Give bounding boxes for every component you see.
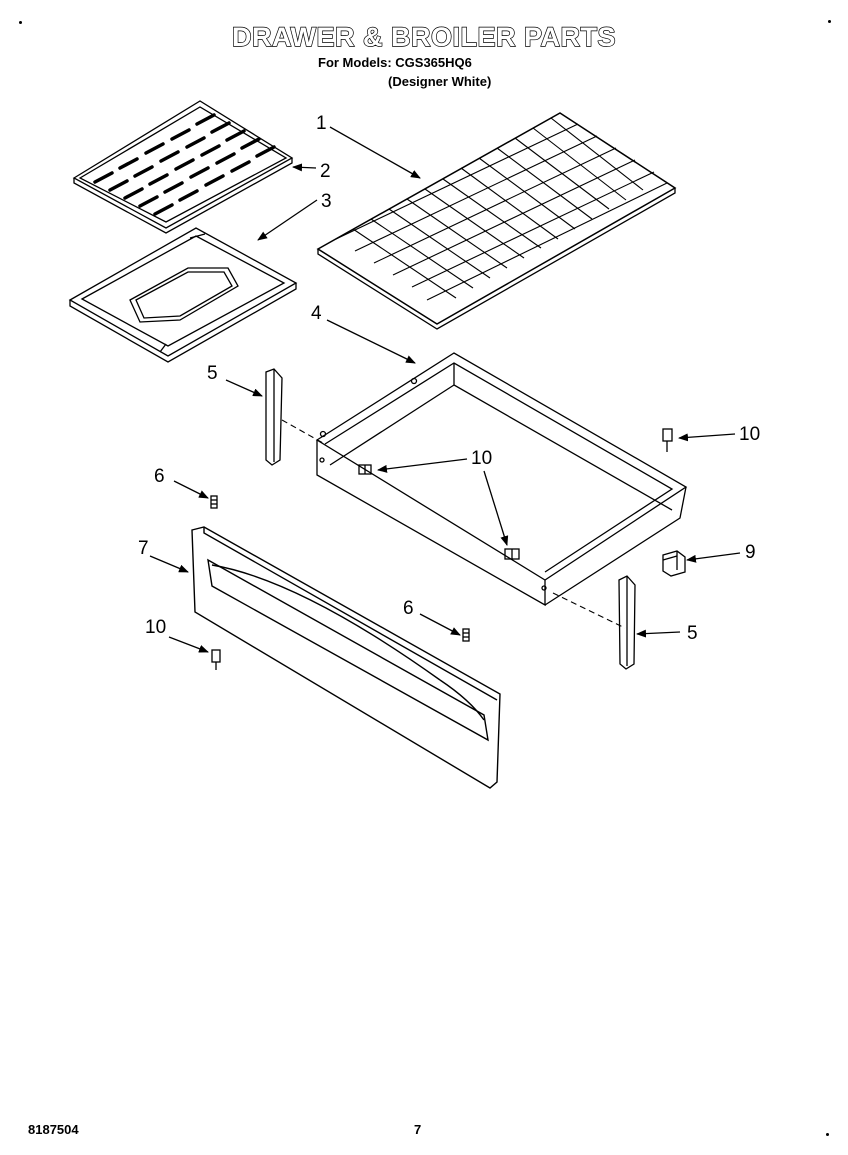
page-number: 7 — [414, 1122, 422, 1137]
drawer-glide-right — [618, 575, 636, 670]
drawer-front-panel — [191, 526, 501, 789]
broiler-pan — [68, 227, 298, 363]
drawer-bracket — [662, 550, 686, 577]
callout-7: 7 — [138, 538, 149, 559]
screw-6-right — [462, 628, 470, 642]
callout-10-front-panel: 10 — [145, 617, 166, 638]
corner-mark-bottom-right — [826, 1133, 829, 1136]
page-title: DRAWER & BROILER PARTS — [231, 21, 616, 52]
screw-10-drawer-center — [504, 548, 520, 560]
part-number: 8187504 — [28, 1122, 79, 1137]
screw-6-left — [210, 495, 218, 509]
callout-6-right: 6 — [403, 598, 414, 619]
callout-5-right: 5 — [687, 623, 698, 644]
glide-alignment-lines — [281, 419, 626, 629]
models-line: For Models: CGS365HQ6 — [318, 55, 472, 70]
corner-mark-top-right — [828, 20, 831, 23]
callout-9: 9 — [745, 542, 756, 563]
callout-10-drawer: 10 — [471, 448, 492, 469]
storage-drawer — [315, 352, 688, 607]
callout-2: 2 — [320, 161, 331, 182]
callout-1: 1 — [316, 113, 327, 134]
broiler-grid — [72, 100, 294, 234]
screw-10-right — [662, 428, 673, 452]
screw-10-front-panel — [211, 649, 221, 670]
corner-mark-top-left — [19, 21, 22, 24]
callout-5-left: 5 — [207, 363, 218, 384]
variant-line: (Designer White) — [388, 74, 492, 89]
screw-10-drawer-left — [358, 464, 372, 475]
oven-rack — [316, 112, 677, 330]
callout-6-left: 6 — [154, 466, 165, 487]
callout-10-right: 10 — [739, 424, 760, 445]
callout-4: 4 — [311, 303, 322, 324]
leader-arrows — [149, 126, 741, 653]
drawer-glide-left — [265, 368, 283, 466]
callout-3: 3 — [321, 191, 332, 212]
